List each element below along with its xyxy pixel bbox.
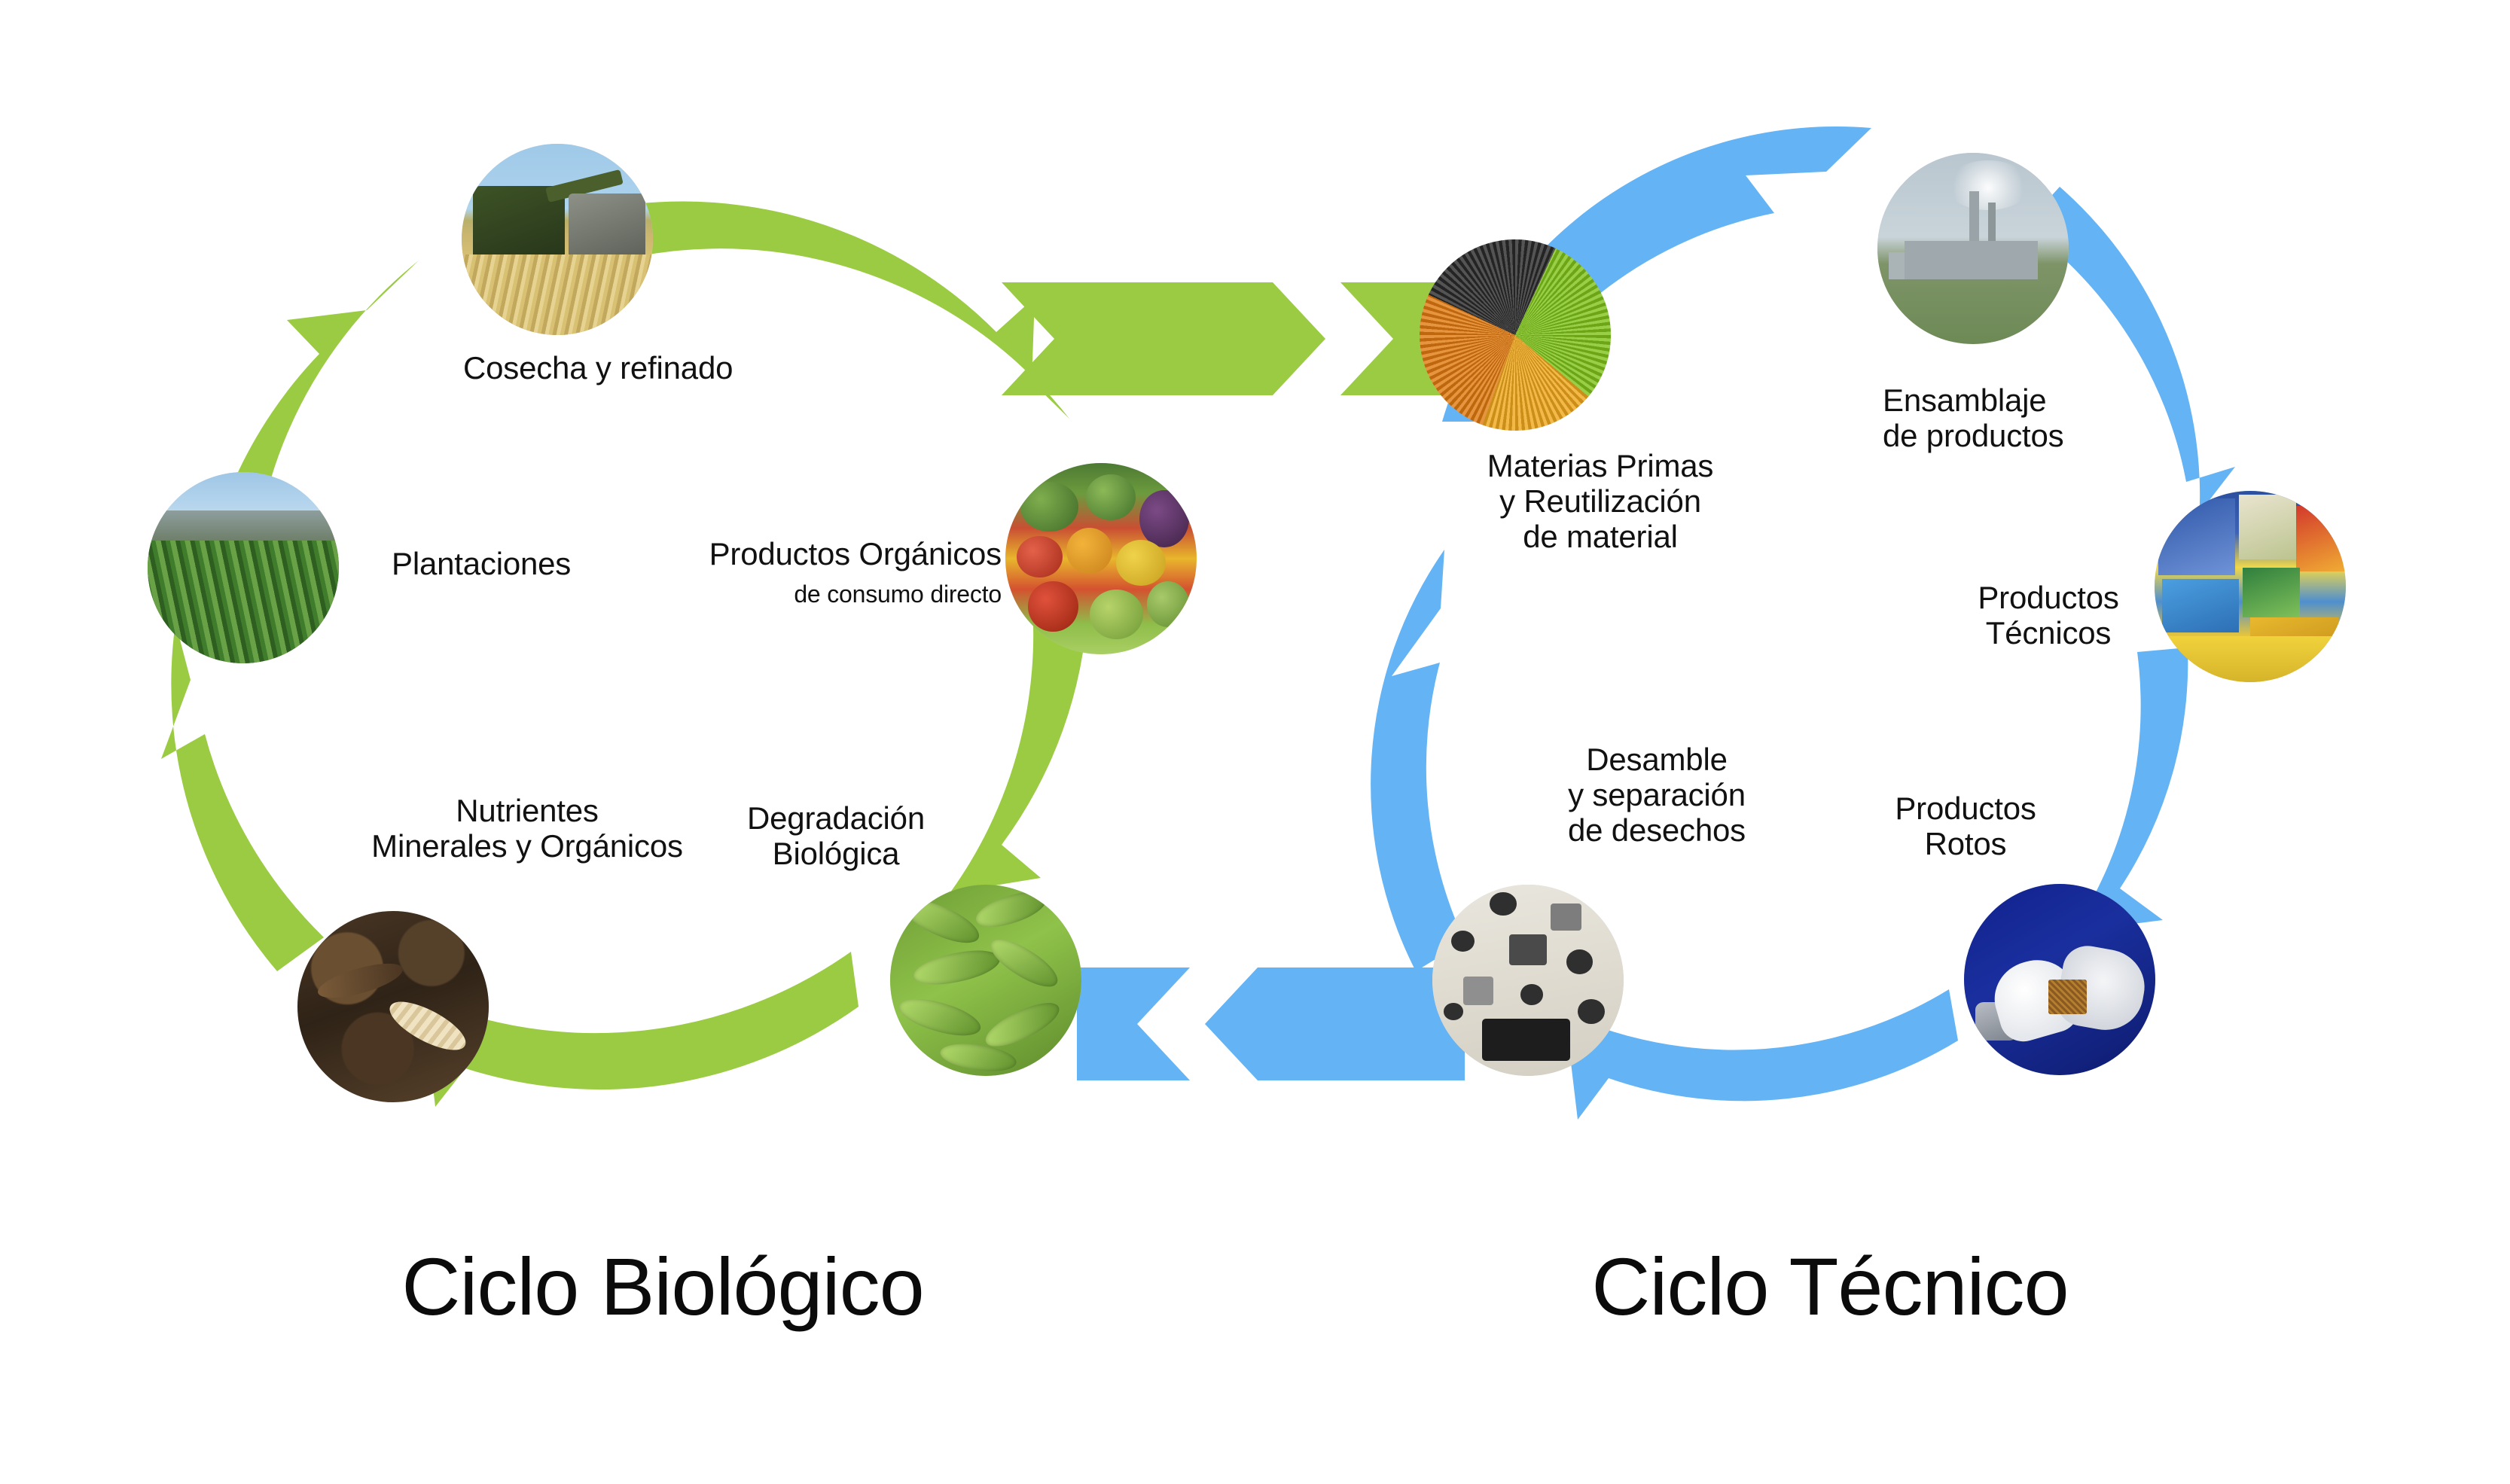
connector-body-1	[1002, 282, 1325, 395]
node-label-ensamblaje: Ensamblaje de productos	[1883, 382, 2064, 454]
node-image-materias-primas	[1420, 239, 1611, 431]
node-label-plantaciones: Plantaciones	[392, 546, 572, 581]
node-label-degradacion-biologica: Degradación Biológica	[747, 800, 925, 872]
connector-body-3	[1205, 967, 1465, 1080]
node-label-productos-rotos: Productos Rotos	[1895, 791, 2036, 862]
node-label-cosecha: Cosecha y refinado	[463, 350, 733, 385]
node-sublabel-productos-organicos: de consumo directo	[794, 580, 1002, 608]
cycle-title-biological: Ciclo Biológico	[401, 1241, 924, 1332]
node-label-nutrientes: Nutrientes Minerales y Orgánicos	[371, 793, 683, 864]
node-label-productos-tecnicos: Productos Técnicos	[1978, 580, 2119, 651]
connector-body-4	[1077, 967, 1190, 1080]
node-image-plantaciones	[148, 472, 339, 663]
node-image-degradacion-biologica	[890, 885, 1081, 1076]
node-image-desamble	[1432, 885, 1624, 1076]
node-label-desamble: Desamble y separación de desechos	[1568, 742, 1746, 849]
node-image-productos-organicos	[1005, 463, 1197, 654]
node-image-productos-tecnicos	[2155, 491, 2346, 682]
node-image-nutrientes	[297, 911, 489, 1102]
node-image-ensamblaje	[1877, 153, 2069, 344]
node-label-materias-primas: Materias Primas y Reutilización de mater…	[1487, 448, 1714, 555]
node-label-productos-organicos: Productos Orgánicos	[709, 536, 1002, 571]
bottom-blue-connector	[1077, 967, 1465, 1080]
node-image-cosecha	[462, 144, 653, 335]
node-image-productos-rotos	[1964, 884, 2155, 1075]
cycle-title-technical: Ciclo Técnico	[1591, 1241, 2069, 1332]
